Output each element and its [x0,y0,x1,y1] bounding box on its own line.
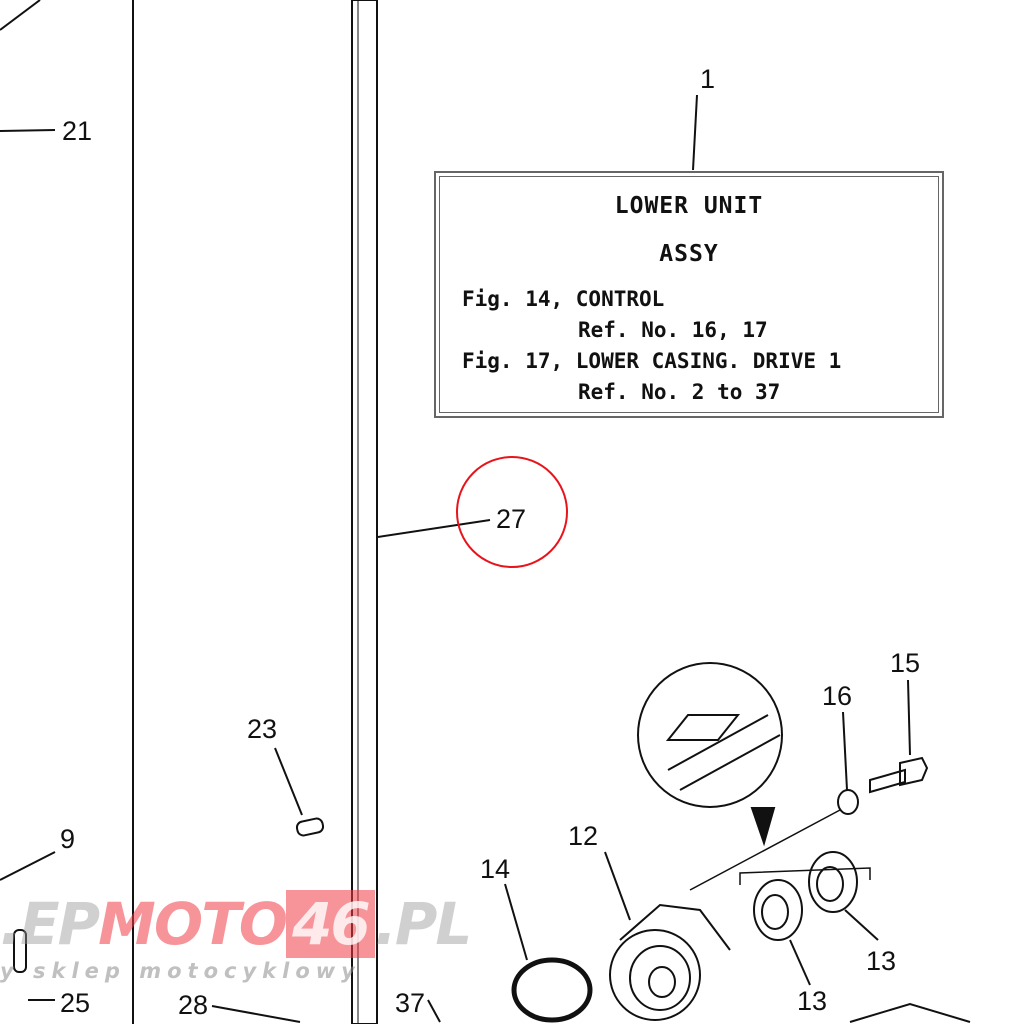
bolt-15 [869,768,906,794]
callout-line-2: Ref. No. 16, 17 [578,318,768,342]
label-27: 27 [496,504,526,534]
watermark-suffix: .PL [374,890,472,958]
watermark-tagline: y sklep motocyklowy [0,959,361,983]
leader-12 [604,851,631,921]
leader-1 [692,94,698,171]
leader-16 [842,711,848,791]
pin-25 [13,929,27,973]
label-28: 28 [178,990,208,1020]
watermark-prefix: .EP [0,890,100,958]
label-12: 12 [568,821,598,851]
callout-box: LOWER UNIT ASSY Fig. 14, CONTROL Ref. No… [434,171,944,418]
leader-21 [0,129,56,132]
label-1: 1 [700,64,715,94]
drive-shaft [351,0,378,1024]
label-13a: 13 [797,986,827,1016]
label-13b: 13 [866,946,896,976]
bearing-13b [808,851,858,913]
leader-13a [789,939,811,986]
callout-title-1: LOWER UNIT [614,193,764,219]
o-ring-14 [511,957,593,1023]
watermark-badge: 46 [286,890,375,958]
leader-14 [504,883,528,961]
detail-pointer [750,807,776,847]
label-21: 21 [62,116,92,146]
label-9: 9 [60,824,75,854]
label-25: 25 [60,988,90,1018]
leader-28 [211,1005,301,1023]
label-16: 16 [822,681,852,711]
leader-13b [844,909,879,941]
callout-line-4: Ref. No. 2 to 37 [578,380,781,404]
label-14: 14 [480,854,510,884]
callout-title-2: ASSY [659,241,719,267]
leader-line [0,0,41,31]
label-37: 37 [395,988,425,1018]
washer-16 [837,789,859,815]
leader-23 [274,747,303,816]
callout-line-3: Fig. 17, LOWER CASING. DRIVE 1 [462,349,842,373]
highlight-circle [456,456,568,568]
watermark-mid: MOTO [98,890,288,958]
leader-37 [427,999,441,1023]
detail-view [637,662,783,808]
bearing-13a [753,879,803,941]
leader-15 [907,679,911,756]
leader-9 [0,851,56,881]
label-15: 15 [890,648,920,678]
leader-27 [377,519,491,538]
water-pump-12 [609,929,701,1021]
label-23: 23 [247,714,277,744]
pin-23 [295,817,325,837]
callout-line-1: Fig. 14, CONTROL [462,287,665,311]
